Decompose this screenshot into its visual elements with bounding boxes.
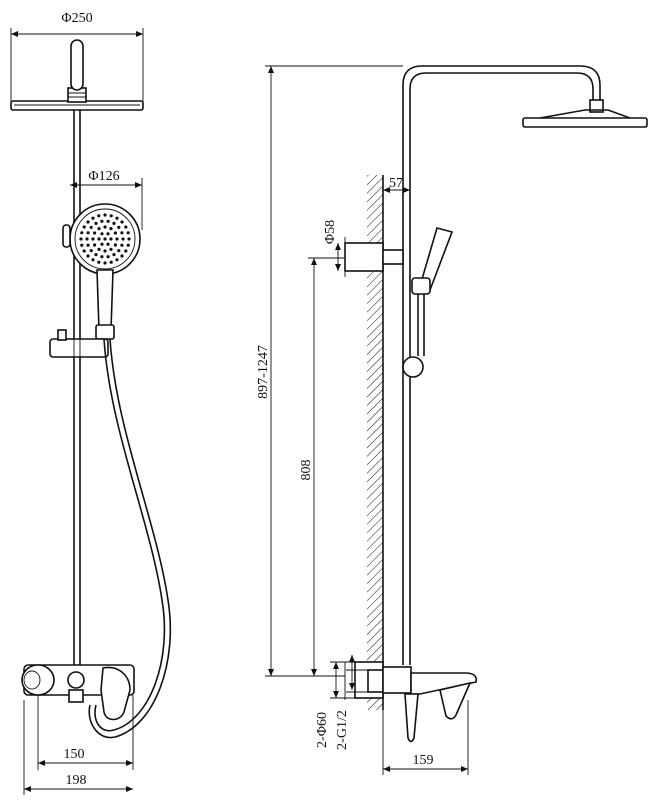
- mixer-width-label: 198: [66, 773, 87, 788]
- nozzle-dot: [103, 237, 107, 241]
- nozzle-dot: [109, 247, 113, 251]
- nozzle-dot: [106, 219, 110, 223]
- nozzle-dot: [91, 258, 95, 262]
- mixer-front: [21, 664, 135, 721]
- nozzle-dot: [103, 225, 107, 229]
- nozzle-pattern: [79, 213, 131, 265]
- nozzle-dot: [109, 260, 113, 264]
- nozzle-dot: [106, 232, 110, 236]
- nozzle-dot: [117, 249, 121, 253]
- nozzle-dot: [106, 255, 110, 259]
- nozzle-dot: [86, 231, 90, 235]
- nozzle-dot: [93, 243, 97, 247]
- nozzle-dot: [112, 221, 116, 225]
- nozzle-dot: [94, 253, 98, 257]
- nozzle-dot: [103, 249, 107, 253]
- head-diameter-dimension: Φ250: [10, 11, 144, 106]
- nozzle-dot: [97, 214, 101, 218]
- nozzle-dot: [120, 243, 124, 247]
- nozzle-dot: [112, 253, 116, 257]
- inlet-thread-label: 2-G1/2: [335, 710, 350, 750]
- height-range-dimension: 897-1247: [256, 65, 403, 677]
- wall-offset-label: 57: [389, 176, 403, 191]
- nozzle-dot: [100, 219, 104, 223]
- nozzle-dot: [89, 249, 93, 253]
- nozzle-dot: [100, 255, 104, 259]
- nozzle-dot: [94, 221, 98, 225]
- nozzle-dot: [93, 231, 97, 235]
- nozzle-dot: [109, 214, 113, 218]
- nozzle-dot: [100, 232, 104, 236]
- nozzle-dot: [82, 225, 86, 229]
- overhead-shower-head: [10, 39, 144, 111]
- wall-bracket: Φ58: [308, 220, 404, 277]
- mount-height-dimension: 808: [299, 258, 317, 676]
- wall-hatch: [367, 175, 383, 710]
- nozzle-dot: [80, 243, 84, 247]
- nozzle-dot: [120, 220, 124, 224]
- mount-height-label: 808: [299, 460, 314, 481]
- escutcheon-dimension: 2-Φ60 2-G1/2: [315, 655, 368, 750]
- hand-shower-side: [402, 227, 454, 378]
- nozzle-dot: [121, 237, 125, 241]
- nozzle-dot: [126, 243, 130, 247]
- nozzle-dot: [91, 237, 95, 241]
- wall-offset-dimension: 57: [383, 176, 411, 200]
- bracket-diameter-label: Φ58: [323, 220, 338, 244]
- nozzle-dot: [97, 260, 101, 264]
- nozzle-dot: [127, 237, 131, 241]
- nozzle-dot: [80, 231, 84, 235]
- nozzle-dot: [109, 227, 113, 231]
- nozzle-dot: [115, 258, 119, 262]
- nozzle-dot: [91, 216, 95, 220]
- nozzle-dot: [85, 237, 89, 241]
- shower-hose: [94, 338, 166, 732]
- nozzle-dot: [100, 242, 104, 246]
- hand-diameter-label: Φ126: [88, 169, 119, 184]
- escutcheon-label: 2-Φ60: [315, 712, 330, 748]
- head-diameter-label: Φ250: [61, 11, 92, 26]
- slide-bracket: [49, 329, 109, 358]
- nozzle-dot: [124, 225, 128, 229]
- nozzle-dot: [113, 231, 117, 235]
- hand-diameter-dimension: Φ126: [70, 169, 143, 230]
- spout-length-dimension: 159: [382, 700, 469, 775]
- nozzle-dot: [79, 237, 83, 241]
- nozzle-dot: [117, 225, 121, 229]
- inlet-distance-label: 150: [64, 747, 85, 762]
- nozzle-dot: [89, 225, 93, 229]
- nozzle-dot: [86, 243, 90, 247]
- nozzle-dot: [126, 231, 130, 235]
- nozzle-dot: [97, 237, 101, 241]
- nozzle-dot: [106, 242, 110, 246]
- nozzle-dot: [97, 227, 101, 231]
- hand-shower: [62, 203, 141, 340]
- nozzle-dot: [86, 220, 90, 224]
- nozzle-dot: [86, 254, 90, 258]
- nozzle-dot: [115, 237, 119, 241]
- nozzle-dot: [120, 254, 124, 258]
- side-view: 57 Φ58 897-1247 808: [256, 65, 648, 775]
- nozzle-dot: [115, 216, 119, 220]
- nozzle-dot: [124, 249, 128, 253]
- nozzle-dot: [109, 237, 113, 241]
- spout-length-label: 159: [413, 753, 434, 768]
- height-range-label: 897-1247: [256, 345, 271, 399]
- riser-pipe-side: [402, 65, 601, 665]
- nozzle-dot: [120, 231, 124, 235]
- mixer-side: [344, 661, 478, 743]
- front-view: Φ250 Φ126: [10, 11, 172, 795]
- nozzle-dot: [97, 247, 101, 251]
- nozzle-dot: [103, 261, 107, 265]
- nozzle-dot: [113, 243, 117, 247]
- nozzle-dot: [103, 213, 107, 217]
- inlet-distance-dimension: 150 198: [23, 695, 134, 795]
- nozzle-dot: [82, 249, 86, 253]
